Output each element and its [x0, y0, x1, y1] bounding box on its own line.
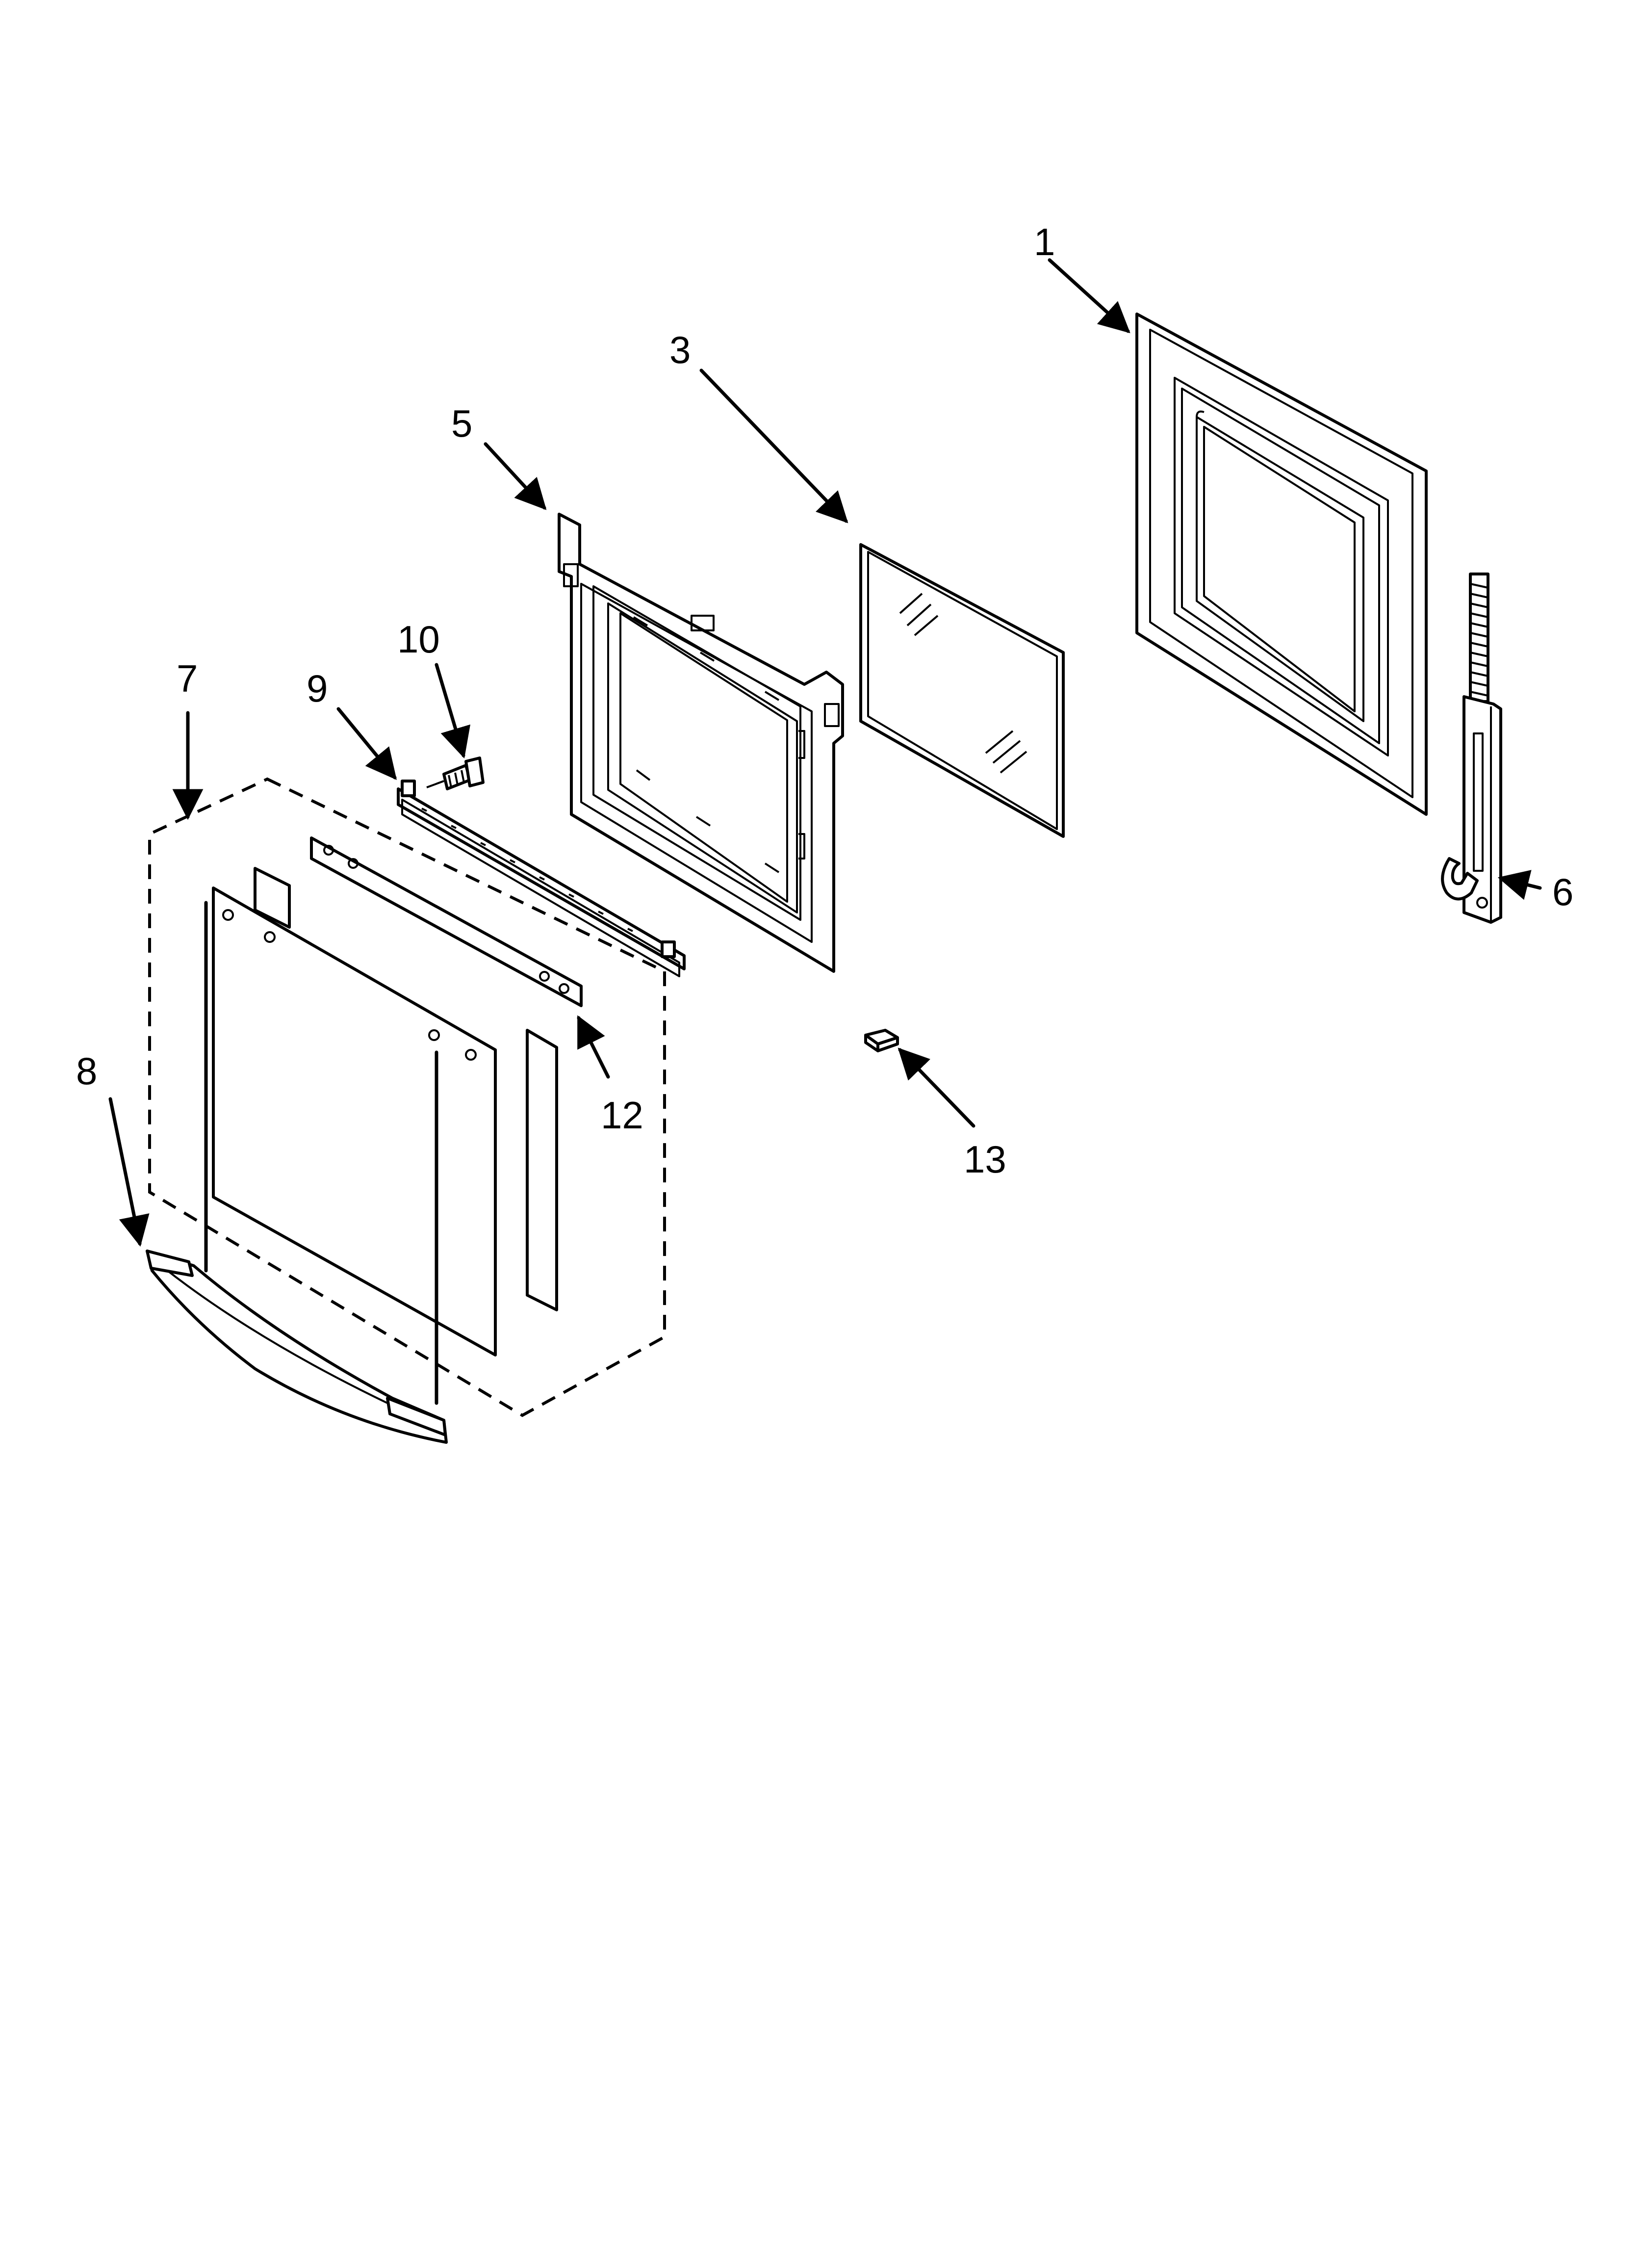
leader-lines: [108, 258, 1542, 1247]
callout-3: 3: [669, 328, 691, 371]
leader-1: [1048, 258, 1130, 334]
callout-5: 5: [451, 402, 472, 445]
part-10-screw: [426, 756, 485, 790]
callout-10: 10: [397, 618, 440, 661]
callout-12: 12: [601, 1094, 643, 1137]
part-1-outer-door-panel: [1135, 313, 1428, 816]
callout-labels: 1 3 5 6 7 8 9 10 12 13: [76, 220, 1573, 1181]
leader-12: [577, 1015, 610, 1079]
callout-6: 6: [1552, 870, 1573, 913]
callout-8: 8: [76, 1049, 97, 1093]
part-5-inner-door-frame: [558, 513, 844, 973]
part-12-trim-strip: [310, 836, 583, 1007]
part-13-clip: [864, 1029, 899, 1052]
callout-1: 1: [1034, 220, 1055, 263]
part-7-outer-glass-panel: [212, 886, 497, 1356]
leader-8: [108, 1097, 150, 1247]
callout-9: 9: [307, 667, 328, 710]
callout-13: 13: [964, 1138, 1006, 1181]
leader-6: [1497, 870, 1542, 900]
leader-9: [336, 707, 397, 780]
part-3-door-glass: [859, 543, 1065, 838]
leader-10: [435, 663, 471, 759]
callout-7: 7: [177, 657, 198, 700]
leader-5: [484, 442, 547, 510]
part-7-outer-door-assembly-outline: [148, 777, 666, 1417]
part-6-hinge: [1441, 573, 1502, 924]
leader-3: [699, 368, 848, 523]
part-8-door-handle: [146, 1250, 448, 1444]
part-9-vent-bracket: [397, 780, 686, 977]
leader-13: [898, 1047, 975, 1128]
part-7-side-trim-strips: [204, 867, 558, 1405]
